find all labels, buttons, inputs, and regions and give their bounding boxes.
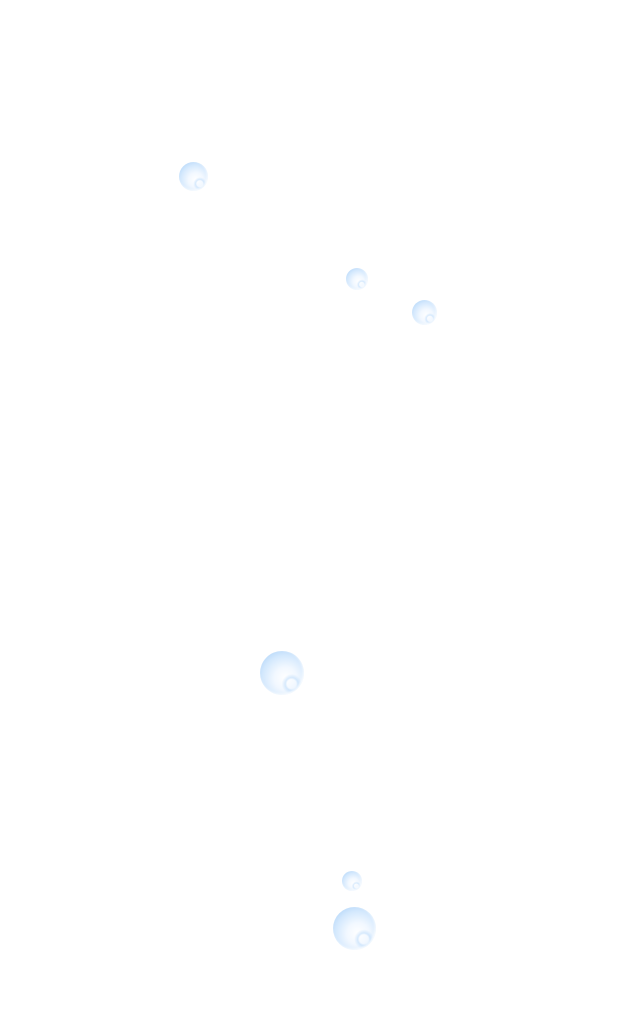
bubble <box>342 871 362 891</box>
bubble <box>412 300 437 325</box>
bubble <box>333 907 376 950</box>
bubble <box>260 651 304 695</box>
bubble <box>346 268 368 290</box>
bubble <box>179 162 208 191</box>
